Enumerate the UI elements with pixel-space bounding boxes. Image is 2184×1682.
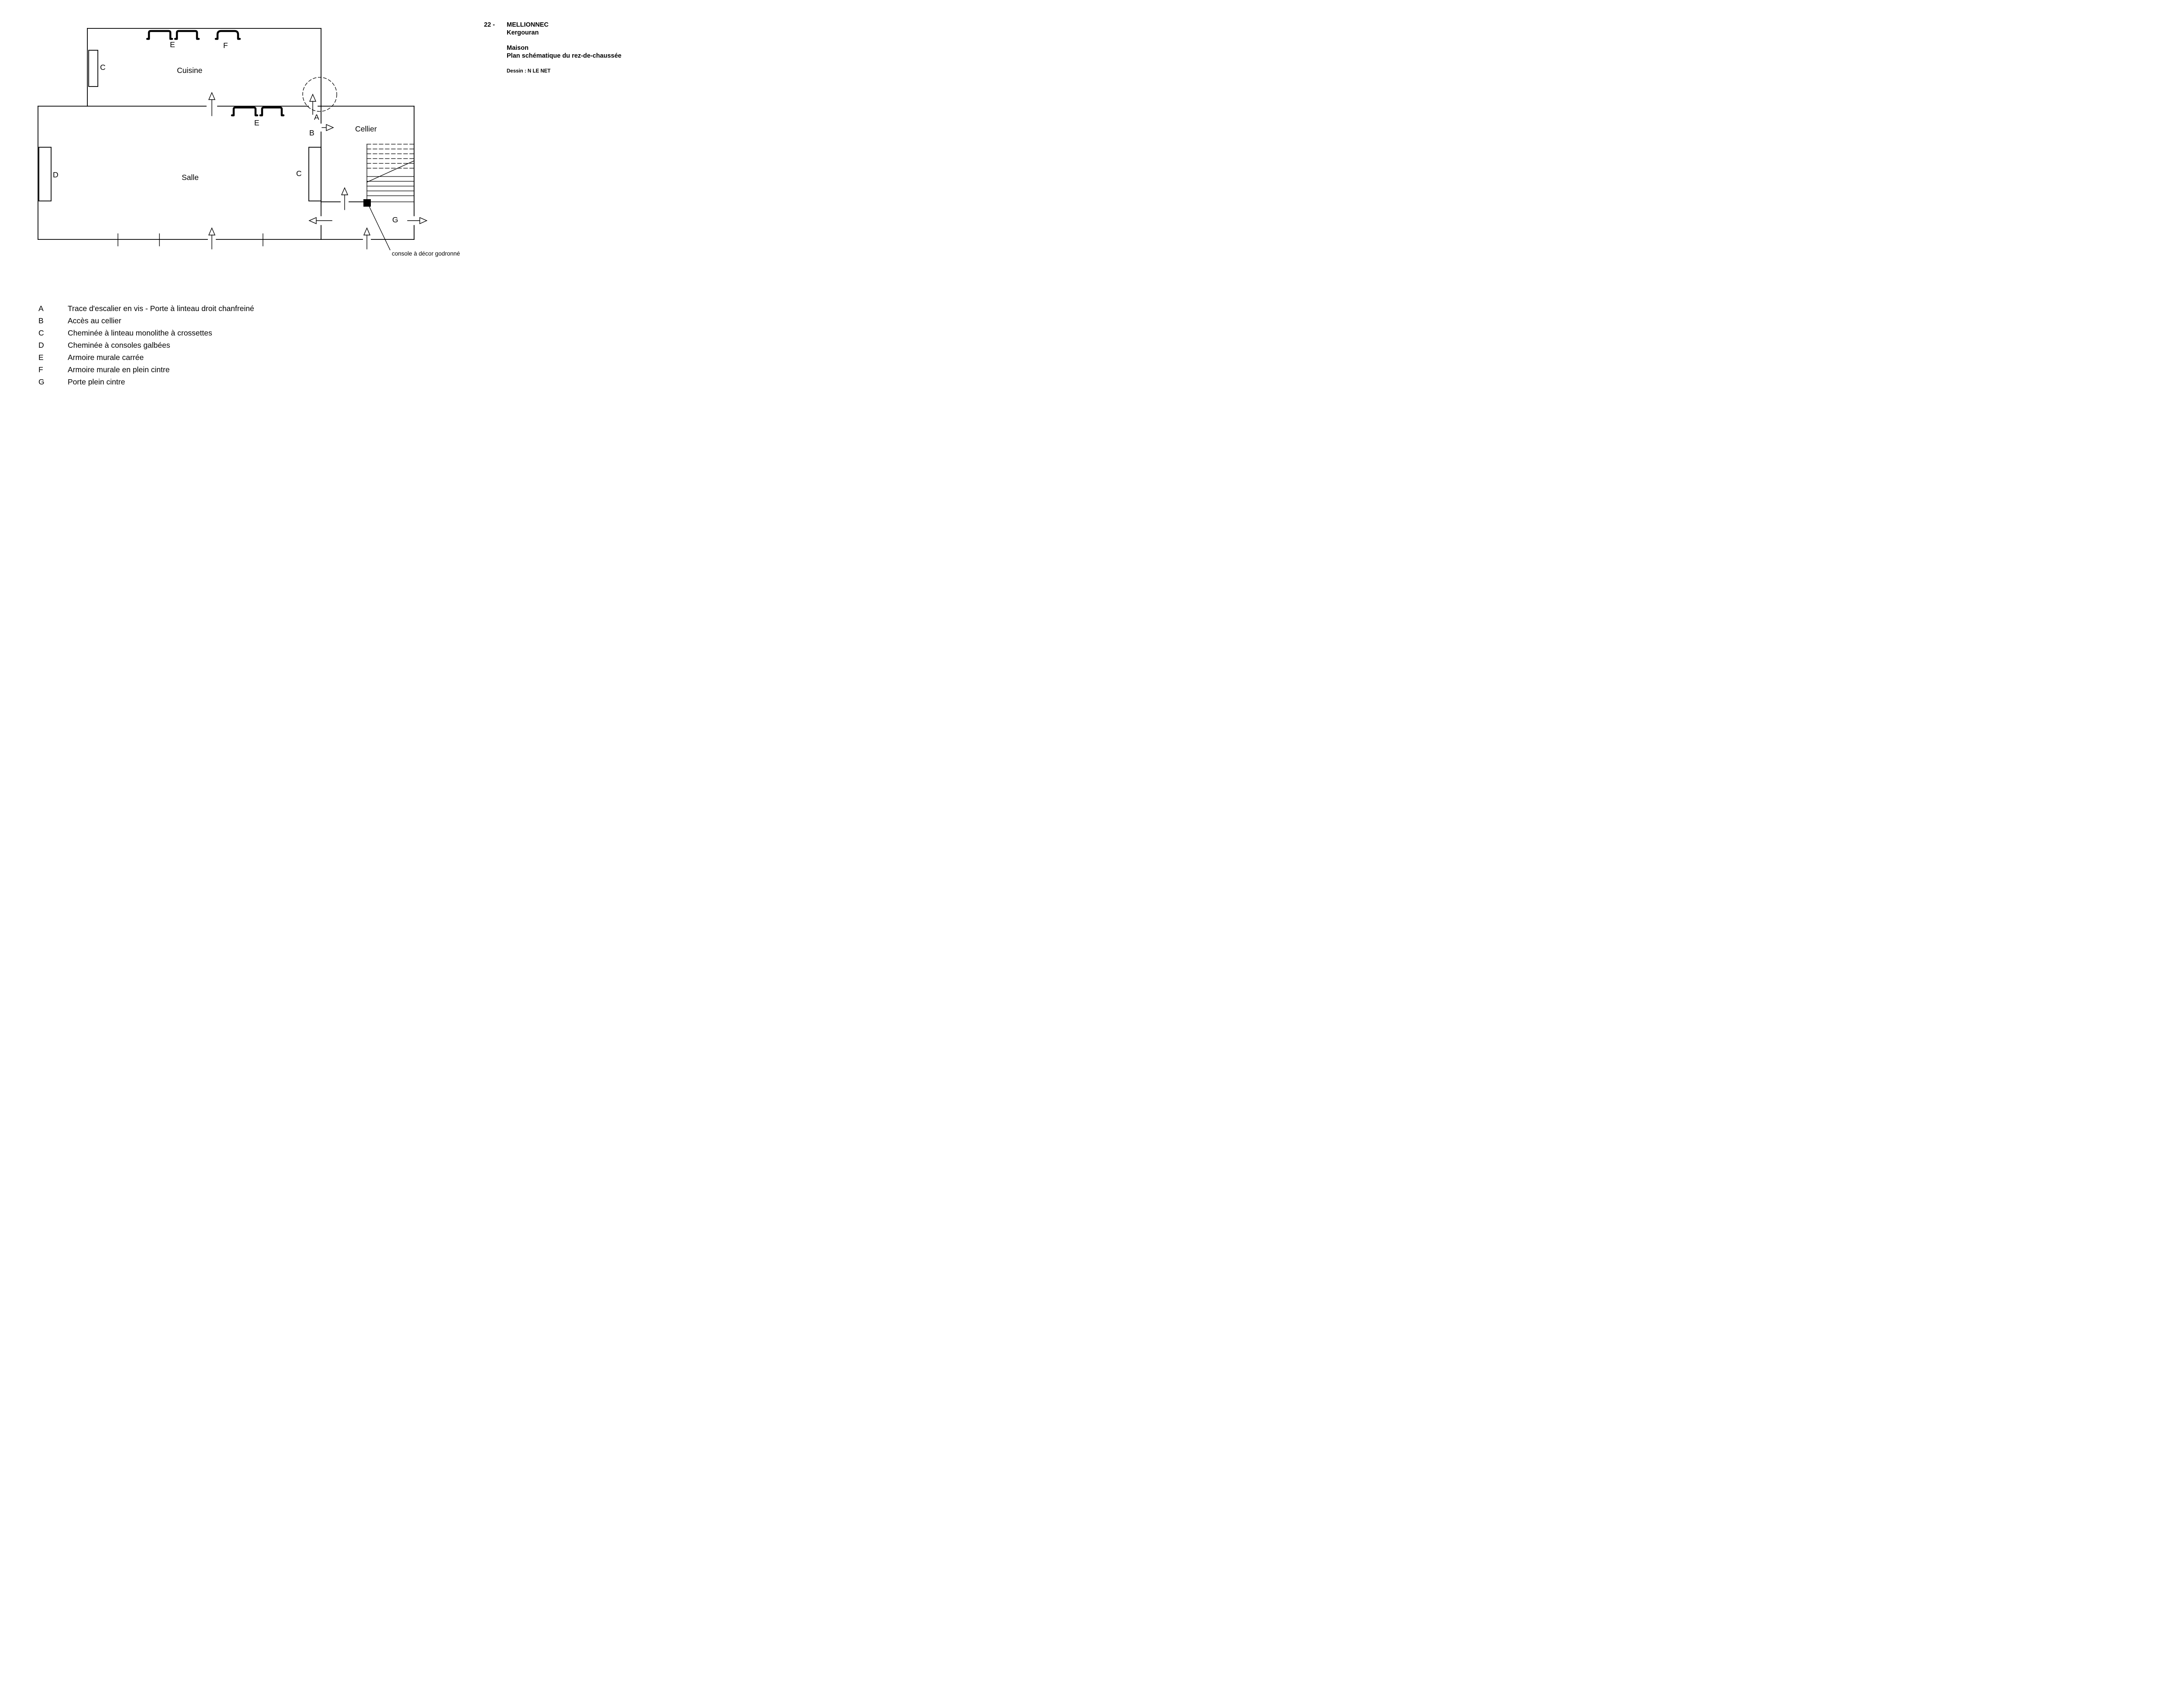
plan-label-e-cuisine: E — [170, 40, 175, 49]
title-spacer — [484, 37, 659, 44]
spiral-stair-trace-circle — [302, 77, 337, 112]
fireplace-c-cuisine — [88, 50, 98, 87]
door-arrow-up-salle-icon — [208, 227, 216, 249]
legend-key: A — [38, 304, 44, 313]
legend-key: G — [38, 377, 45, 386]
plan-label-g: G — [392, 215, 398, 224]
title-row: 22 - MELLIONNEC — [484, 21, 659, 29]
plan-label-b: B — [309, 128, 314, 137]
armoire-e1-salle-icon — [231, 106, 259, 117]
door-arrow-left-passage-icon — [308, 217, 332, 225]
armoire-e2-salle-icon — [259, 106, 285, 117]
title-block: 22 - MELLIONNEC Kergouran Maison Plan sc… — [484, 21, 659, 74]
fireplace-d-salle — [38, 147, 52, 201]
staircase — [366, 144, 415, 202]
commune-number: 22 - — [484, 21, 495, 28]
door-arrow-up-stairs-icon — [341, 187, 349, 210]
legend-key: C — [38, 329, 44, 337]
door-arrow-right-g-icon — [407, 217, 428, 225]
legend-item-d: D Cheminée à consoles galbées — [38, 339, 254, 351]
door-arrow-up-cuisine-icon — [208, 92, 216, 116]
window-ticks — [117, 233, 263, 246]
door-arrows — [208, 92, 428, 249]
door-arrow-up-a-icon — [309, 93, 317, 115]
walls — [38, 28, 415, 240]
floor-plan-page: Cuisine Salle Cellier C D C E F E A B G … — [0, 0, 668, 420]
fireplaces — [38, 50, 321, 201]
legend-item-f: F Armoire murale en plein cintre — [38, 363, 254, 376]
stairs-dashed-steps — [366, 144, 415, 169]
plan-label-f: F — [223, 41, 228, 50]
legend-text: Accès au cellier — [68, 316, 121, 325]
legend-text: Armoire murale en plein cintre — [68, 365, 170, 374]
legend-item-b: B Accès au cellier — [38, 315, 254, 327]
cupboard-symbols — [146, 30, 285, 117]
room-label-cuisine: Cuisine — [177, 66, 202, 75]
plan-label-c-cuisine: C — [100, 63, 106, 72]
legend-key: E — [38, 353, 44, 362]
legend-text: Trace d'escalier en vis - Porte à lintea… — [68, 304, 254, 313]
armoire-f-cuisine-icon — [214, 30, 241, 40]
floor-plan-drawing: Cuisine Salle Cellier C D C E F E A B G … — [38, 28, 460, 257]
stairs-break-line — [366, 160, 415, 183]
place-name: Kergouran — [507, 29, 539, 36]
plan-label-a: A — [314, 113, 319, 121]
legend-item-c: C Cheminée à linteau monolithe à crosset… — [38, 327, 254, 339]
fireplace-c-salle — [308, 147, 321, 201]
legend-text: Armoire murale carrée — [68, 353, 144, 362]
plan-label-e-salle: E — [254, 118, 259, 127]
console-marker — [363, 199, 371, 207]
console-annotation: console à décor godronné — [392, 250, 460, 257]
console-leader-line — [369, 206, 390, 250]
plan-title: Plan schématique du rez-de-chaussée — [507, 52, 622, 59]
room-label-cellier: Cellier — [355, 125, 377, 133]
plan-label-c-salle: C — [296, 169, 302, 178]
door-arrow-up-cellier-icon — [363, 227, 371, 249]
armoire-e1-cuisine-icon — [146, 30, 173, 40]
legend-text: Cheminée à linteau monolithe à crossette… — [68, 329, 212, 337]
legend-item-g: G Porte plein cintre — [38, 376, 254, 388]
legend-item-a: A Trace d'escalier en vis - Porte à lint… — [38, 302, 254, 315]
legend-item-e: E Armoire murale carrée — [38, 351, 254, 363]
legend-text: Porte plein cintre — [68, 377, 125, 386]
legend-key: F — [38, 365, 43, 374]
stairs-solid-steps — [366, 176, 415, 202]
legend-key: B — [38, 316, 44, 325]
legend: A Trace d'escalier en vis - Porte à lint… — [38, 302, 254, 388]
building-type: Maison — [507, 45, 529, 52]
legend-key: D — [38, 341, 44, 350]
drawing-credit: Dessin : N LE NET — [507, 69, 551, 74]
room-label-salle: Salle — [182, 173, 199, 182]
plan-label-d: D — [53, 170, 59, 179]
armoire-e2-cuisine-icon — [174, 30, 200, 40]
door-arrow-right-b-icon — [321, 124, 334, 132]
commune-name: MELLIONNEC — [507, 21, 549, 28]
legend-text: Cheminée à consoles galbées — [68, 341, 170, 350]
